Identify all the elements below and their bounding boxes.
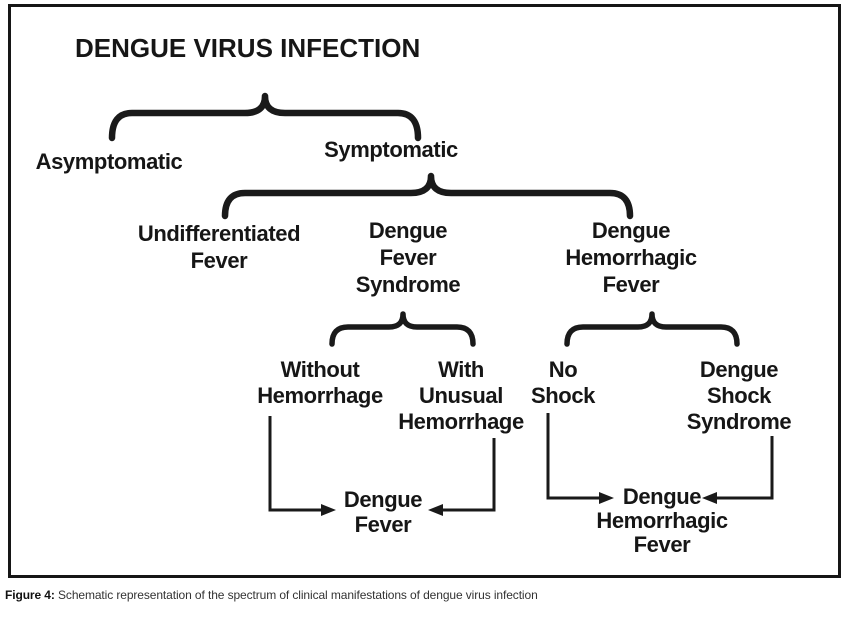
node-line: Fever bbox=[354, 512, 412, 537]
node-line: Dengue bbox=[622, 484, 702, 509]
arrowhead-right-icon bbox=[321, 504, 336, 516]
brace-dengue-fever-syndrome-icon bbox=[329, 311, 476, 347]
arrow-with-unusual-hemorrhage-to-dengue-fever bbox=[442, 438, 496, 512]
node-dengue-fever-syndrome: Dengue Fever Syndrome bbox=[355, 217, 461, 298]
node-dengue-shock-syndrome: Dengue Shock Syndrome bbox=[686, 357, 792, 435]
node-line: Syndrome bbox=[686, 409, 792, 434]
node-line: Dengue bbox=[368, 218, 448, 243]
brace-dengue-hemorrhagic-fever-icon bbox=[564, 311, 740, 347]
diagram-title: DENGUE VIRUS INFECTION bbox=[75, 33, 421, 63]
node-line: Undifferentiated bbox=[137, 221, 301, 246]
node-asymptomatic: Asymptomatic bbox=[36, 148, 183, 175]
figure-border-box bbox=[8, 4, 841, 578]
brace-symptomatic-icon bbox=[221, 172, 634, 220]
node-line: Dengue bbox=[699, 357, 779, 382]
node-symptomatic: Symptomatic bbox=[324, 136, 458, 163]
node-line: Shock bbox=[530, 383, 596, 408]
node-dengue-hemorrhagic-fever-outcome: Dengue Hemorrhagic Fever bbox=[596, 484, 728, 557]
node-line: Fever bbox=[379, 245, 437, 270]
brace-root-icon bbox=[108, 92, 422, 142]
node-line: Asymptomatic bbox=[35, 149, 183, 174]
node-without-hemorrhage: Without Hemorrhage bbox=[257, 357, 383, 409]
node-line: Fever bbox=[633, 532, 691, 557]
arrow-dss-to-dhf bbox=[716, 436, 774, 500]
node-line: Dengue bbox=[591, 218, 671, 243]
node-line: Hemorrhagic bbox=[596, 508, 728, 533]
node-line: Dengue bbox=[343, 487, 423, 512]
arrowhead-left-icon bbox=[702, 492, 717, 504]
node-line: Hemorrhage bbox=[398, 409, 524, 434]
node-dengue-hemorrhagic-fever: Dengue Hemorrhagic Fever bbox=[565, 217, 697, 298]
figure-caption-text: Schematic representation of the spectrum… bbox=[54, 588, 538, 602]
node-line: Symptomatic bbox=[324, 137, 458, 162]
figure-caption-label: Figure 4: bbox=[5, 588, 55, 602]
node-line: Fever bbox=[602, 272, 660, 297]
node-line: With bbox=[438, 357, 484, 382]
node-line: No bbox=[548, 357, 578, 382]
node-line: Shock bbox=[706, 383, 772, 408]
node-dengue-fever-outcome: Dengue Fever bbox=[343, 487, 423, 537]
node-with-unusual-hemorrhage: With Unusual Hemorrhage bbox=[398, 357, 524, 435]
arrow-no-shock-to-dhf bbox=[546, 413, 600, 500]
node-line: Hemorrhage bbox=[257, 383, 383, 408]
node-line: Fever bbox=[190, 248, 248, 273]
arrowhead-right-icon bbox=[599, 492, 614, 504]
arrowhead-left-icon bbox=[428, 504, 443, 516]
node-line: Syndrome bbox=[355, 272, 461, 297]
node-line: Unusual bbox=[418, 383, 503, 408]
node-line: Without bbox=[280, 357, 360, 382]
node-no-shock: No Shock bbox=[531, 357, 595, 409]
node-undifferentiated-fever: Undifferentiated Fever bbox=[137, 220, 301, 274]
figure-caption: Figure 4: Schematic representation of th… bbox=[5, 588, 538, 602]
arrow-without-hemorrhage-to-dengue-fever bbox=[268, 416, 322, 512]
node-line: Hemorrhagic bbox=[565, 245, 697, 270]
